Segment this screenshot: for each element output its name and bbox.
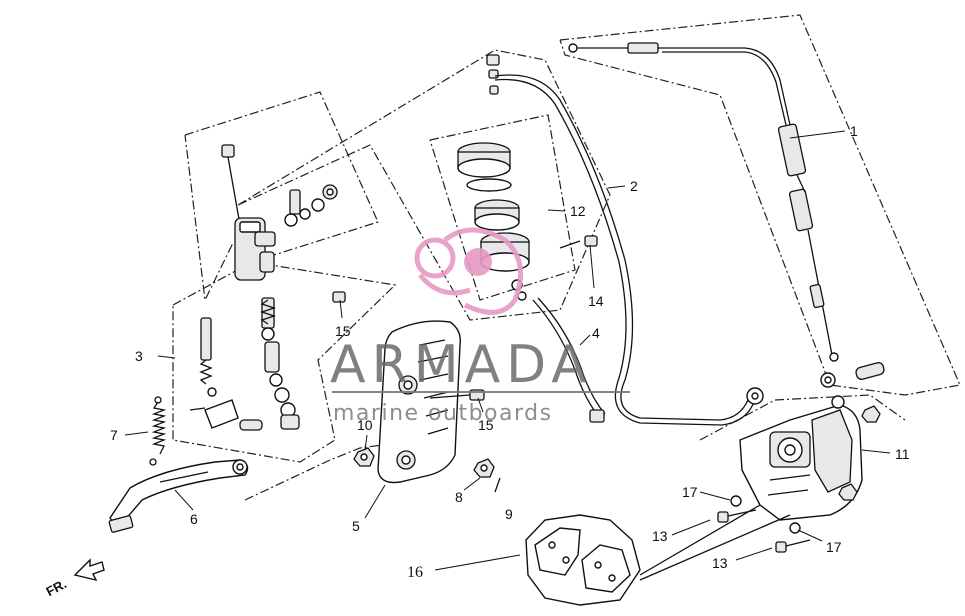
front-direction-arrow: [73, 558, 105, 582]
caliper-bolts: [717, 495, 811, 553]
brake-hose-short: [532, 297, 606, 423]
pedal-lever: [108, 459, 249, 533]
callout-7: 7: [110, 427, 118, 443]
return-spring: [149, 396, 167, 466]
callout-10: 10: [357, 417, 373, 433]
callout-13b: 13: [712, 555, 728, 571]
caliper: [739, 395, 881, 521]
callout-17b: 17: [826, 539, 842, 555]
brake-pads: [525, 504, 791, 606]
callout-8: 8: [455, 489, 463, 505]
callout-15b: 15: [478, 417, 494, 433]
brake-hose-long: [486, 54, 764, 426]
armada-watermark: ARMADA marine outboards: [330, 227, 630, 426]
callout-3: 3: [135, 348, 143, 364]
callout-9: 9: [505, 506, 513, 522]
callout-14: 14: [588, 293, 604, 309]
callout-6: 6: [190, 511, 198, 527]
callout-13a: 13: [652, 528, 668, 544]
callout-1: 1: [850, 123, 858, 139]
outline-reservoir: [429, 114, 576, 301]
outline-lever-assembly: [172, 261, 397, 463]
callout-2: 2: [630, 178, 638, 194]
callout-16: 16: [407, 564, 423, 581]
outline-hose-route: [237, 49, 611, 321]
callout-labels: 1 2 3 4 5 6 7 8 9 10 11 12 13 13 14 15 1…: [43, 123, 909, 599]
cover-plate: [377, 320, 461, 484]
lever-internals: [189, 297, 300, 431]
outline-master-cylinder: [184, 91, 379, 303]
front-direction-label: FR.: [43, 576, 69, 599]
leader-lines: [124, 130, 891, 571]
clutch-cable: [568, 42, 885, 388]
callout-17a: 17: [682, 484, 698, 500]
callout-4: 4: [592, 325, 600, 341]
outline-cable: [559, 14, 961, 396]
callout-5: 5: [352, 518, 360, 534]
callout-15a: 15: [335, 323, 351, 339]
callout-12: 12: [570, 203, 586, 219]
watermark-subtitle: marine outboards: [333, 401, 553, 426]
callout-11: 11: [895, 446, 910, 462]
reservoir-assembly: [457, 142, 598, 301]
armada-logo-icon: [414, 227, 524, 315]
master-cylinder: [221, 144, 346, 303]
watermark-title: ARMADA: [330, 335, 593, 395]
